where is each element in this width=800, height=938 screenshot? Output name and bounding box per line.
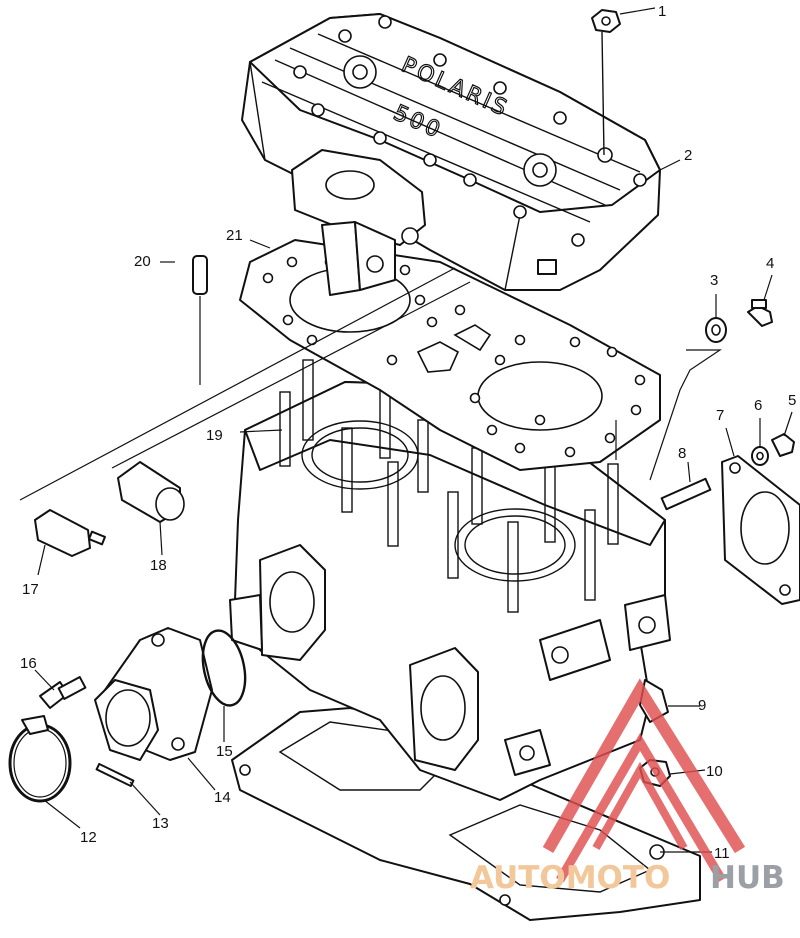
head-gasket [239, 239, 661, 471]
intake-adapter [94, 627, 213, 761]
callout-4: 4 [766, 255, 774, 272]
callout-6: 6 [754, 397, 762, 414]
callout-1: 1 [658, 3, 666, 20]
callout-8: 8 [678, 445, 686, 462]
exhaust-flange-gasket [660, 433, 800, 605]
callout-13: 13 [152, 815, 169, 832]
callout-12: 12 [80, 829, 97, 846]
callout-15: 15 [216, 743, 233, 760]
watermark-logo [542, 678, 746, 883]
callout-9: 9 [698, 697, 706, 714]
callout-7: 7 [716, 407, 724, 424]
callout-10: 10 [706, 763, 723, 780]
hose-clamp [8, 715, 72, 803]
bolt [39, 676, 87, 709]
watermark-text: AUTOMOTO HUB [470, 860, 785, 896]
callout-2: 2 [684, 147, 692, 164]
callout-3: 3 [710, 272, 718, 289]
cylinder-head-cover: POLARIS 500 [241, 13, 661, 296]
callout-17: 17 [22, 581, 39, 598]
callout-21: 21 [226, 227, 243, 244]
callout-11: 11 [714, 845, 730, 862]
callout-19: 19 [206, 427, 223, 444]
callout-numbers: 1 2 3 4 5 6 7 8 9 10 11 12 13 14 15 16 1… [20, 3, 796, 862]
watermark-text-b: HUB [710, 860, 785, 896]
nut [591, 9, 621, 156]
o-ring [201, 629, 247, 707]
callout-16: 16 [20, 655, 37, 672]
dowel-pin [192, 255, 208, 295]
callout-20: 20 [134, 253, 151, 270]
screw [95, 762, 135, 788]
watermark-text-a: AUTOMOTO [470, 860, 670, 896]
temperature-sensor [34, 509, 106, 557]
callout-14: 14 [214, 789, 231, 806]
sleeve [117, 461, 185, 523]
cylinder-block [229, 359, 671, 801]
callout-5: 5 [788, 392, 796, 409]
callout-18: 18 [150, 557, 167, 574]
